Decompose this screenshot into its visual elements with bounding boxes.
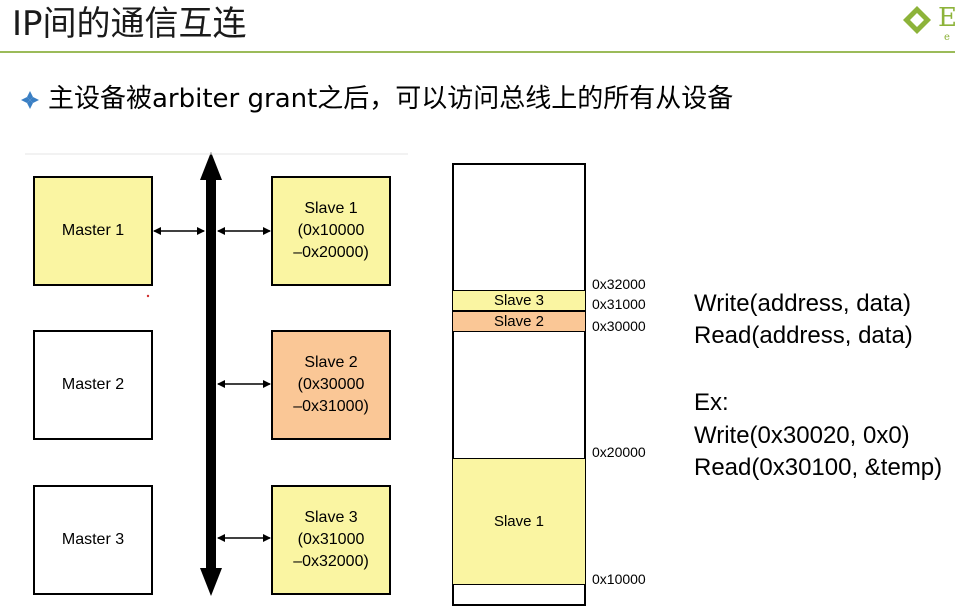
address-label: 0x30000: [592, 318, 646, 334]
code-line-example-write: Write(0x30020, 0x0): [694, 422, 910, 449]
slave-1-box: Slave 1 (0x10000 –0x20000): [271, 176, 391, 286]
slide-title: IP间的通信互连: [12, 4, 247, 44]
system-bus: [200, 152, 222, 596]
logo-subletter: e: [944, 32, 950, 43]
master-1-label: Master 1: [61, 222, 125, 239]
address-label: 0x20000: [592, 444, 646, 460]
logo-letter: E: [938, 3, 955, 33]
company-logo: E e: [903, 3, 955, 43]
slave-2-range-end: –0x31000): [293, 398, 369, 415]
memmap-slave-2-segment: Slave 2: [452, 311, 586, 332]
address-label: 0x10000: [592, 571, 646, 587]
slave-2-name: Slave 2: [304, 354, 358, 371]
master-2-box: Master 2: [33, 330, 153, 440]
slave-2-box: Slave 2 (0x30000 –0x31000): [271, 330, 391, 440]
slave-3-range-end: –0x32000): [293, 553, 369, 570]
slave-1-range-end: –0x20000): [293, 244, 369, 261]
diamond-bullet-icon: [21, 91, 39, 109]
memmap-slave-3-label: Slave 3: [493, 292, 545, 309]
memmap-slave-1-segment: Slave 1: [452, 458, 586, 585]
slave-2-range-start: (0x30000: [297, 376, 365, 393]
memmap-slave-2-label: Slave 2: [493, 313, 545, 330]
code-line-example-read: Read(0x30100, &temp): [694, 454, 943, 481]
slave-1-name: Slave 1: [304, 200, 358, 217]
memmap-slave-1-label: Slave 1: [493, 513, 545, 530]
title-divider: [0, 51, 955, 53]
address-label: 0x32000: [592, 276, 646, 292]
memmap-slave-3-segment: Slave 3: [452, 290, 586, 311]
red-dot-mark: [146, 294, 150, 298]
address-label: 0x31000: [592, 296, 646, 312]
slave-3-box: Slave 3 (0x31000 –0x32000): [271, 485, 391, 595]
master-2-label: Master 2: [61, 376, 125, 393]
master-1-box: Master 1: [33, 176, 153, 286]
slave-3-name: Slave 3: [304, 509, 358, 526]
code-line-write: Write(address, data): [694, 290, 911, 317]
code-line-example-label: Ex:: [694, 389, 729, 416]
logo-diamond-icon: [903, 6, 931, 34]
bullet-text: 主设备被arbiter grant之后，可以访问总线上的所有从设备: [48, 84, 734, 114]
code-line-read: Read(address, data): [694, 322, 913, 349]
slave-3-range-start: (0x31000: [297, 531, 365, 548]
slave-1-range-start: (0x10000: [297, 222, 365, 239]
master-3-label: Master 3: [61, 531, 125, 548]
master-3-box: Master 3: [33, 485, 153, 595]
